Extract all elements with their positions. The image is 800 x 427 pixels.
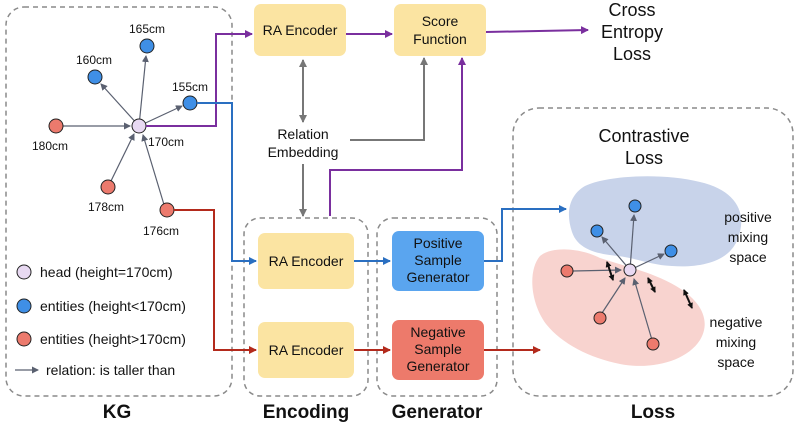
legend-head-icon — [16, 264, 32, 280]
positive-label-2: mixing — [728, 229, 768, 245]
positive-generator-label-3: Generator — [406, 269, 469, 285]
score-function-label-1: Score — [422, 13, 459, 29]
arrow-relation-to-score — [350, 57, 428, 141]
contrastive-label-1: Contrastive — [598, 126, 689, 146]
ra-encoder-mid-box — [258, 233, 354, 289]
legend-red-icon — [16, 331, 32, 347]
relation-embedding-label-2: Embedding — [268, 144, 339, 160]
encoding-panel — [243, 217, 369, 397]
ra-encoder-bottom-box — [258, 322, 354, 378]
section-loss: Loss — [631, 402, 675, 423]
positive-mixing-space — [568, 176, 742, 267]
cross-entropy-label-1: Cross — [608, 0, 655, 20]
loss-edges — [572, 214, 665, 341]
score-function-label-2: Function — [413, 31, 467, 47]
positive-generator-box — [392, 231, 484, 291]
loss-node-neg-2 — [593, 311, 607, 325]
loss-panel — [512, 107, 794, 397]
loss-node-pos-1 — [628, 199, 642, 213]
label-165cm: 165cm — [129, 22, 165, 36]
negative-label-3: space — [717, 354, 755, 370]
legend-head-label: head (height=170cm) — [40, 264, 173, 280]
ra-encoder-top-label: RA Encoder — [263, 22, 338, 38]
negative-generator-label-3: Generator — [406, 358, 469, 374]
arrow-155-to-encoder — [197, 102, 257, 265]
negative-label-1: negative — [710, 314, 763, 330]
negative-generator-label-2: Sample — [414, 341, 462, 357]
push-arrows — [605, 261, 693, 309]
node-180cm — [48, 118, 64, 134]
loss-node-neg-1 — [560, 264, 574, 278]
cross-entropy-label-2: Entropy — [601, 22, 663, 42]
loss-node-neg-3 — [646, 337, 660, 351]
label-170cm: 170cm — [148, 135, 184, 149]
legend-entities-lt-label: entities (height<170cm) — [40, 298, 186, 314]
positive-label-3: space — [729, 249, 767, 265]
loss-node-head — [623, 263, 637, 277]
generator-panel — [376, 217, 498, 397]
negative-generator-label-1: Negative — [410, 324, 465, 340]
node-165cm — [139, 38, 155, 54]
positive-label-1: positive — [724, 209, 772, 225]
ra-encoder-top-box — [254, 4, 346, 56]
negative-label-2: mixing — [716, 334, 756, 350]
node-160cm — [87, 69, 103, 85]
loss-node-pos-2 — [590, 224, 604, 238]
label-155cm: 155cm — [172, 80, 208, 94]
node-155cm — [182, 95, 198, 111]
arrow-score-to-loss — [485, 26, 589, 35]
loss-node-pos-3 — [664, 244, 678, 258]
relation-embedding-label-1: Relation — [277, 126, 328, 142]
label-176cm: 176cm — [143, 224, 179, 238]
node-178cm — [100, 179, 116, 195]
ra-encoder-mid-label: RA Encoder — [269, 253, 344, 269]
kg-legend: head (height=170cm) entities (height<170… — [15, 264, 186, 378]
positive-generator-label-1: Positive — [413, 235, 462, 251]
legend-relation-label: relation: is taller than — [46, 362, 175, 378]
kg-edges — [63, 55, 183, 209]
label-180cm: 180cm — [32, 139, 68, 153]
positive-generator-label-2: Sample — [414, 252, 462, 268]
section-generator: Generator — [392, 402, 483, 423]
legend-blue-icon — [16, 298, 32, 314]
ra-encoder-bottom-label: RA Encoder — [269, 342, 344, 358]
contrastive-label-2: Loss — [625, 148, 663, 168]
negative-generator-box — [392, 320, 484, 380]
kg-panel — [5, 6, 233, 397]
arrow-head-to-encoder — [146, 30, 253, 127]
label-160cm: 160cm — [76, 53, 112, 67]
negative-mixing-space — [532, 249, 705, 366]
score-function-box — [394, 4, 486, 56]
section-kg: KG — [103, 402, 132, 423]
section-encoding: Encoding — [263, 402, 350, 423]
legend-entities-gt-label: entities (height>170cm) — [40, 331, 186, 347]
arrow-positive-to-loss — [484, 205, 567, 262]
arrow-176-to-encoder — [174, 209, 257, 354]
arrow-encoding-to-score — [329, 57, 466, 216]
label-178cm: 178cm — [88, 200, 124, 214]
cross-entropy-label-3: Loss — [613, 44, 651, 64]
node-head-170cm — [131, 118, 147, 134]
node-176cm — [159, 202, 175, 218]
